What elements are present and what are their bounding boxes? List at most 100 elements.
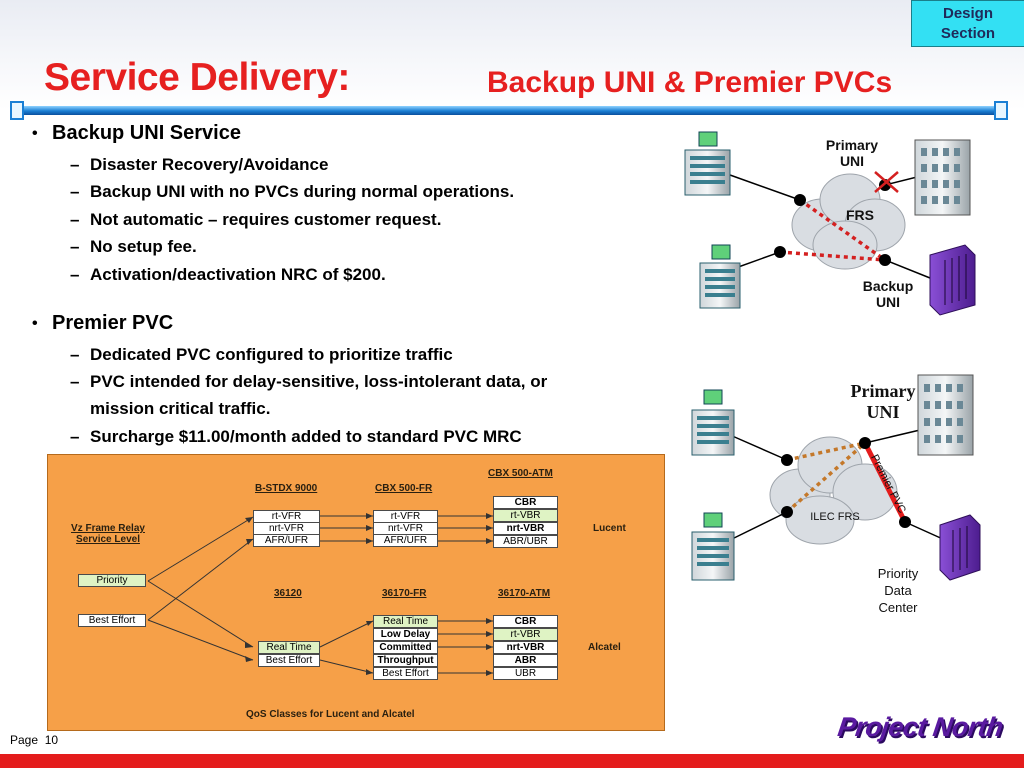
ilec-frs-label: ILEC FRS — [810, 511, 860, 523]
a36170-fr-header: 36170-FR — [382, 588, 427, 599]
sub-bullet-dash: – — [70, 345, 80, 364]
bullet-dot: • — [32, 315, 38, 332]
design-section-line2: Section — [940, 24, 996, 42]
qos-connectors — [147, 513, 493, 676]
page-label: Page — [10, 733, 39, 747]
alcatel-label: Alcatel — [588, 642, 621, 653]
cbx-atm-cell: rt-VBR — [493, 509, 558, 522]
arrow-head — [486, 513, 493, 519]
sub-bullet-continuation: mission critical traffic. — [90, 399, 271, 418]
a36170-fr-cell: Real Time — [373, 615, 438, 628]
a36170-fr-cell: Committed — [373, 641, 438, 654]
cbx-fr-header: CBX 500-FR — [375, 483, 433, 494]
project-north-logo: Project North — [835, 712, 1005, 742]
link-lines-bottom — [729, 429, 946, 541]
server-rack-icon — [929, 244, 976, 316]
priority-dc-line1: Priority — [877, 566, 919, 581]
arrow-head — [486, 538, 493, 544]
sub-bullet: Surcharge $11.00/month added to standard… — [90, 427, 522, 446]
connector-line — [147, 516, 254, 582]
virtual-circuits-top — [779, 198, 887, 262]
connector-line — [319, 620, 374, 648]
service-level-line2: Service Level — [76, 534, 140, 545]
arrow-head — [486, 670, 493, 676]
service-level-label: Vz Frame Relay Service Level — [63, 523, 153, 545]
primary-uni-line2: UNI — [839, 153, 865, 169]
connector-line — [319, 659, 374, 674]
cbx-atm-cell: CBR — [493, 496, 558, 509]
sub-bullet: Not automatic – requires customer reques… — [90, 210, 442, 229]
footer-bar — [0, 754, 1024, 768]
divider-right-cap — [994, 101, 1008, 120]
priority-dc-line2: Data — [884, 583, 912, 598]
priority-cell: Priority — [78, 574, 146, 587]
network-nodes-top — [774, 179, 891, 266]
office-building-icon — [691, 512, 735, 581]
sub-bullet: PVC intended for delay-sensitive, loss-i… — [90, 372, 548, 391]
a36170-atm-cell: UBR — [493, 667, 558, 680]
cbx-atm-cell: ABR/UBR — [493, 535, 558, 548]
sub-bullet-dash: – — [70, 210, 80, 229]
sub-bullet-dash: – — [70, 155, 80, 174]
a36170-fr-cell: Throughput — [373, 654, 438, 667]
standard-pvcs-bottom — [785, 441, 867, 514]
page-number: Page 10 — [10, 733, 58, 747]
slide-subtitle: Backup UNI & Premier PVCs — [487, 66, 893, 99]
connector-line — [147, 538, 254, 621]
office-building-icon — [691, 389, 735, 456]
service-level-line1: Vz Frame Relay — [71, 523, 145, 534]
qos-caption: QoS Classes for Lucent and Alcatel — [246, 709, 415, 720]
a36120-cell: Best Effort — [258, 654, 320, 667]
failure-x-icon — [874, 171, 899, 193]
sub-bullet: Dedicated PVC configured to prioritize t… — [90, 345, 453, 364]
sub-bullet: No setup fee. — [90, 237, 197, 256]
arrow-head — [366, 669, 373, 675]
primary-uni-label-top: Primary UNI — [810, 137, 894, 169]
cbx-atm-cell: nrt-VBR — [493, 522, 558, 535]
network-diagrams — [684, 131, 981, 581]
sub-bullet-dash: – — [70, 372, 80, 391]
arrow-head — [366, 538, 373, 544]
backup-uni-line1: Backup — [862, 278, 914, 294]
arrow-head — [245, 517, 253, 523]
slide-title: Service Delivery: — [44, 56, 350, 99]
header-background — [0, 0, 1024, 110]
sub-bullet: Backup UNI with no PVCs during normal op… — [90, 182, 515, 201]
design-section-badge: Design Section — [911, 0, 1024, 47]
bullet-dot: • — [32, 125, 38, 142]
divider-left-cap — [10, 101, 24, 120]
lucent-label: Lucent — [593, 523, 626, 534]
bstdx-header: B-STDX 9000 — [255, 483, 318, 494]
bullet-backup-uni: Backup UNI Service — [52, 122, 241, 144]
data-center-rack-icon — [939, 514, 981, 581]
a36170-fr-cell: Best Effort — [373, 667, 438, 680]
backup-uni-label: Backup UNI — [852, 278, 924, 310]
arrow-head — [486, 631, 493, 637]
headquarters-building-icon — [917, 374, 974, 456]
arrow-head — [486, 525, 493, 531]
connector-line — [147, 619, 254, 661]
bstdx-cell: AFR/UFR — [253, 534, 320, 547]
cbx-fr-cell: AFR/UFR — [373, 534, 438, 547]
arrow-head — [486, 644, 493, 650]
priority-data-center-label: Priority Data Center — [862, 565, 934, 616]
arrow-head — [366, 525, 373, 531]
sub-bullet-dash: – — [70, 237, 80, 256]
backup-uni-line2: UNI — [875, 294, 901, 310]
office-building-icon — [684, 131, 731, 196]
arrow-head — [246, 539, 253, 545]
primary-uni-line1: Primary — [850, 381, 916, 401]
frs-label: FRS — [846, 207, 874, 223]
a36170-fr-cell: Low Delay — [373, 628, 438, 641]
arrow-head — [366, 621, 373, 626]
bullet-premier-pvc: Premier PVC — [52, 312, 174, 334]
primary-uni-line1: Primary — [825, 137, 879, 153]
cbx-atm-header: CBX 500-ATM — [488, 468, 553, 479]
qos-classes-panel: Vz Frame Relay Service Level Priority Be… — [47, 454, 665, 731]
arrow-head — [486, 618, 493, 624]
arrow-head — [366, 513, 373, 519]
sub-bullet: Disaster Recovery/Avoidance — [90, 155, 329, 174]
primary-uni-line2: UNI — [866, 402, 900, 422]
a36120-cell: Real Time — [258, 641, 320, 654]
a36170-atm-cell: ABR — [493, 654, 558, 667]
